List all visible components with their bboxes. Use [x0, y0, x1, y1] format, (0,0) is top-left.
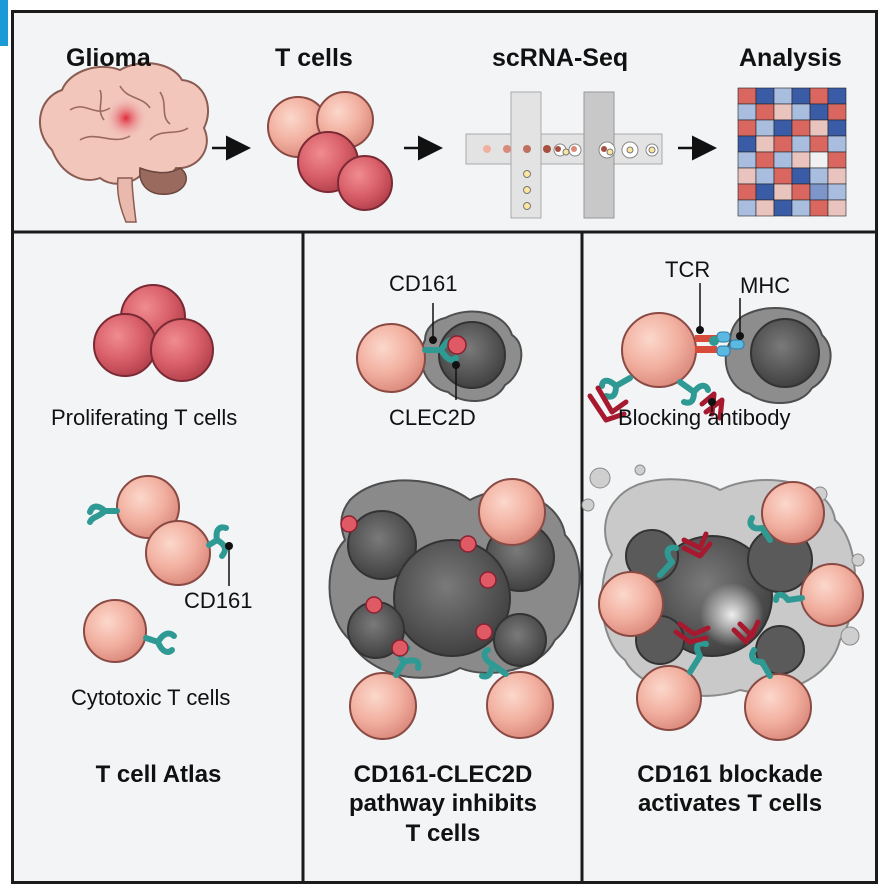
proliferating-cells-cluster: [93, 284, 214, 382]
brain-illustration: [38, 62, 209, 223]
stage-title-t-cells: T cells: [275, 44, 353, 72]
heatmap-cell: [755, 119, 775, 137]
heatmap-cell: [809, 167, 829, 185]
heatmap-cell: [827, 119, 847, 137]
heatmap-cell: [791, 151, 811, 169]
brainstem-icon: [116, 177, 137, 223]
label-blocking-antibody: Blocking antibody: [618, 405, 791, 430]
caption-line: CD161 blockade: [637, 761, 823, 788]
heatmap-cell: [827, 87, 847, 105]
heatmap-cell: [773, 151, 793, 169]
heatmap-cell: [755, 199, 775, 217]
heatmap-cell: [809, 87, 829, 105]
stage-title-analysis: Analysis: [739, 44, 842, 72]
label-cd161-panel2: CD161: [389, 271, 458, 296]
heatmap-cell: [791, 135, 811, 153]
expression-heatmap: [737, 87, 847, 217]
caption-panel-2: CD161-CLEC2D pathway inhibits T cells: [307, 760, 579, 848]
accent-bar: [0, 0, 8, 46]
heatmap-cell: [755, 135, 775, 153]
heatmap-cell: [809, 183, 829, 201]
heatmap-cell: [809, 119, 829, 137]
heatmap-cell: [809, 135, 829, 153]
heatmap-cell: [809, 151, 829, 169]
heatmap-cell: [737, 103, 757, 121]
heatmap-cell: [827, 135, 847, 153]
heatmap-cell: [791, 119, 811, 137]
heatmap-cell: [773, 135, 793, 153]
label-cd161-panel1: CD161: [184, 588, 253, 613]
heatmap-cell: [827, 183, 847, 201]
heatmap-cell: [791, 103, 811, 121]
label-mhc: MHC: [740, 273, 791, 298]
heatmap-cell: [827, 167, 847, 185]
caption-line: CD161-CLEC2D: [353, 761, 533, 788]
microfluidic-chip: [465, 91, 663, 219]
heatmap-cell: [791, 167, 811, 185]
tcr-mhc-blocking: [587, 283, 832, 423]
heatmap-cell: [791, 183, 811, 201]
heatmap-cell: [737, 183, 757, 201]
caption-line: activates T cells: [637, 790, 823, 818]
heatmap-cell: [737, 151, 757, 169]
cd161-clec2d-interaction: [356, 303, 523, 403]
tumor-hotspot: [104, 96, 148, 140]
heatmap-cell: [809, 199, 829, 217]
cerebellum-icon: [139, 166, 187, 195]
heatmap-cell: [737, 199, 757, 217]
label-proliferating-t-cells: Proliferating T cells: [51, 405, 238, 430]
caption-panel-3: CD161 blockade activates T cells: [586, 760, 874, 819]
heatmap-cell: [755, 167, 775, 185]
heatmap-cell: [827, 199, 847, 217]
heatmap-cell: [791, 199, 811, 217]
heatmap-cell: [773, 87, 793, 105]
heatmap-cell: [737, 87, 757, 105]
heatmap-cell: [827, 151, 847, 169]
label-clec2d: CLEC2D: [389, 405, 476, 430]
label-cytotoxic-t-cells: Cytotoxic T cells: [71, 685, 231, 710]
caption-line: pathway inhibits: [348, 790, 537, 818]
heatmap-cell: [773, 103, 793, 121]
heatmap-cell: [791, 87, 811, 105]
caption-line: T cell Atlas: [95, 761, 222, 788]
caption-panel-1: T cell Atlas: [17, 760, 300, 789]
heatmap-cell: [773, 183, 793, 201]
tumor-tcell-cluster-activated: [581, 464, 865, 741]
cytotoxic-cells-group: [83, 475, 233, 663]
heatmap-cell: [773, 199, 793, 217]
heatmap-cell: [737, 167, 757, 185]
heatmap-cell: [755, 183, 775, 201]
stage-title-scrna-seq: scRNA-Seq: [492, 44, 629, 72]
heatmap-cell: [755, 103, 775, 121]
t-cells-cluster: [267, 91, 393, 211]
stage-title-glioma: Glioma: [66, 44, 151, 72]
heatmap-cell: [773, 119, 793, 137]
tumor-tcell-cluster-inhibited: [328, 478, 581, 740]
heatmap-cell: [755, 87, 775, 105]
heatmap-cell: [737, 119, 757, 137]
heatmap-cell: [809, 103, 829, 121]
heatmap-cell: [773, 167, 793, 185]
label-tcr: TCR: [665, 257, 711, 282]
heatmap-cell: [827, 103, 847, 121]
caption-line: T cells: [405, 819, 481, 847]
heatmap-cell: [737, 135, 757, 153]
heatmap-cell: [755, 151, 775, 169]
